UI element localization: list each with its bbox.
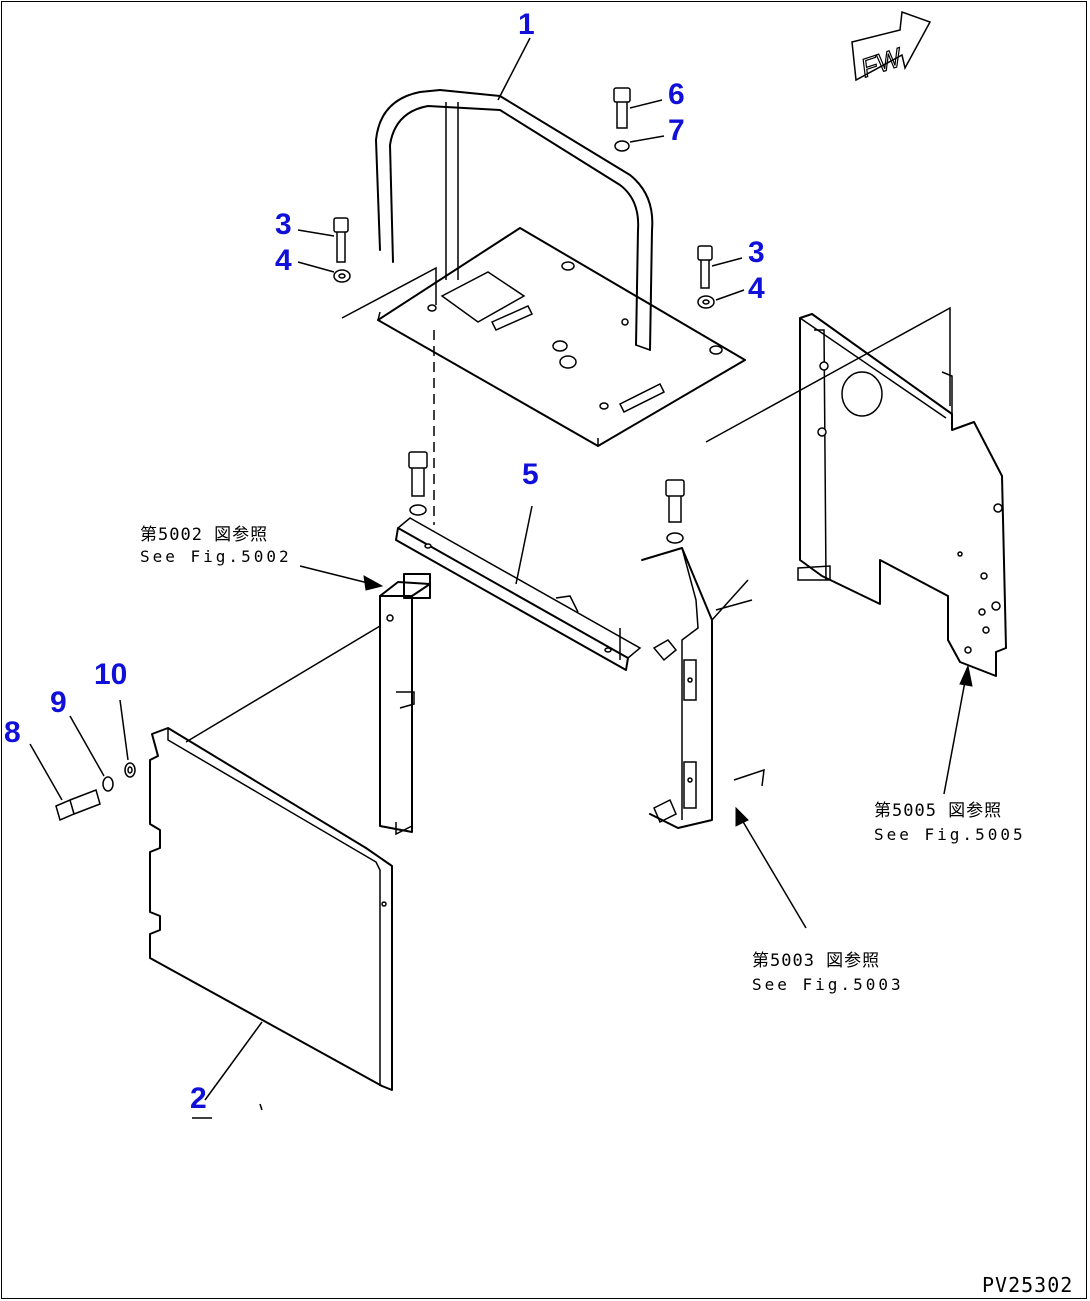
left-upright-frame [379, 573, 431, 836]
bracket-part-5 [395, 517, 642, 671]
callout-2: 2 [190, 1082, 207, 1115]
bolt-3-right [697, 245, 715, 309]
handrail-part-1 [375, 89, 654, 351]
callout-6: 6 [668, 78, 685, 111]
ref-5005-jp: 第5005 図参照 [874, 801, 1002, 821]
ref-5003-jp: 第5003 図参照 [752, 951, 880, 971]
top-plate [341, 227, 746, 447]
washer-10 [124, 762, 136, 778]
bolt-bracket-left [408, 451, 428, 516]
callout-9: 9 [50, 686, 67, 719]
callout-4-left: 4 [275, 244, 292, 277]
callout-1: 1 [518, 8, 535, 41]
bolt-6 [613, 87, 631, 152]
forward-arrow-icon: FW [851, 10, 932, 84]
ref-5003-en: See Fig.5003 [752, 975, 904, 994]
callout-4-right: 4 [748, 272, 765, 305]
right-upright-frame [641, 547, 765, 829]
bolt-3-left [333, 217, 351, 283]
ref-5002-en: See Fig.5002 [140, 547, 292, 566]
callout-leaders [29, 37, 745, 1119]
callout-8: 8 [4, 716, 21, 749]
callout-7: 7 [668, 114, 685, 147]
bolt-bracket-right [665, 479, 685, 544]
side-panel-frame [705, 306, 1007, 677]
forward-label: FW [857, 42, 907, 84]
callout-3-left: 3 [275, 208, 292, 241]
bolt-8 [55, 789, 101, 822]
callout-5: 5 [522, 458, 539, 491]
drawing-number: PV25302 [982, 1273, 1073, 1297]
callout-3-right: 3 [748, 236, 765, 269]
washer-9 [102, 776, 114, 792]
ref-5005-en: See Fig.5005 [874, 825, 1026, 844]
cover-part-2 [149, 625, 393, 1091]
ref-5002-jp: 第5002 図参照 [140, 525, 268, 545]
reference-arrows [299, 565, 973, 929]
callout-10: 10 [94, 658, 127, 691]
